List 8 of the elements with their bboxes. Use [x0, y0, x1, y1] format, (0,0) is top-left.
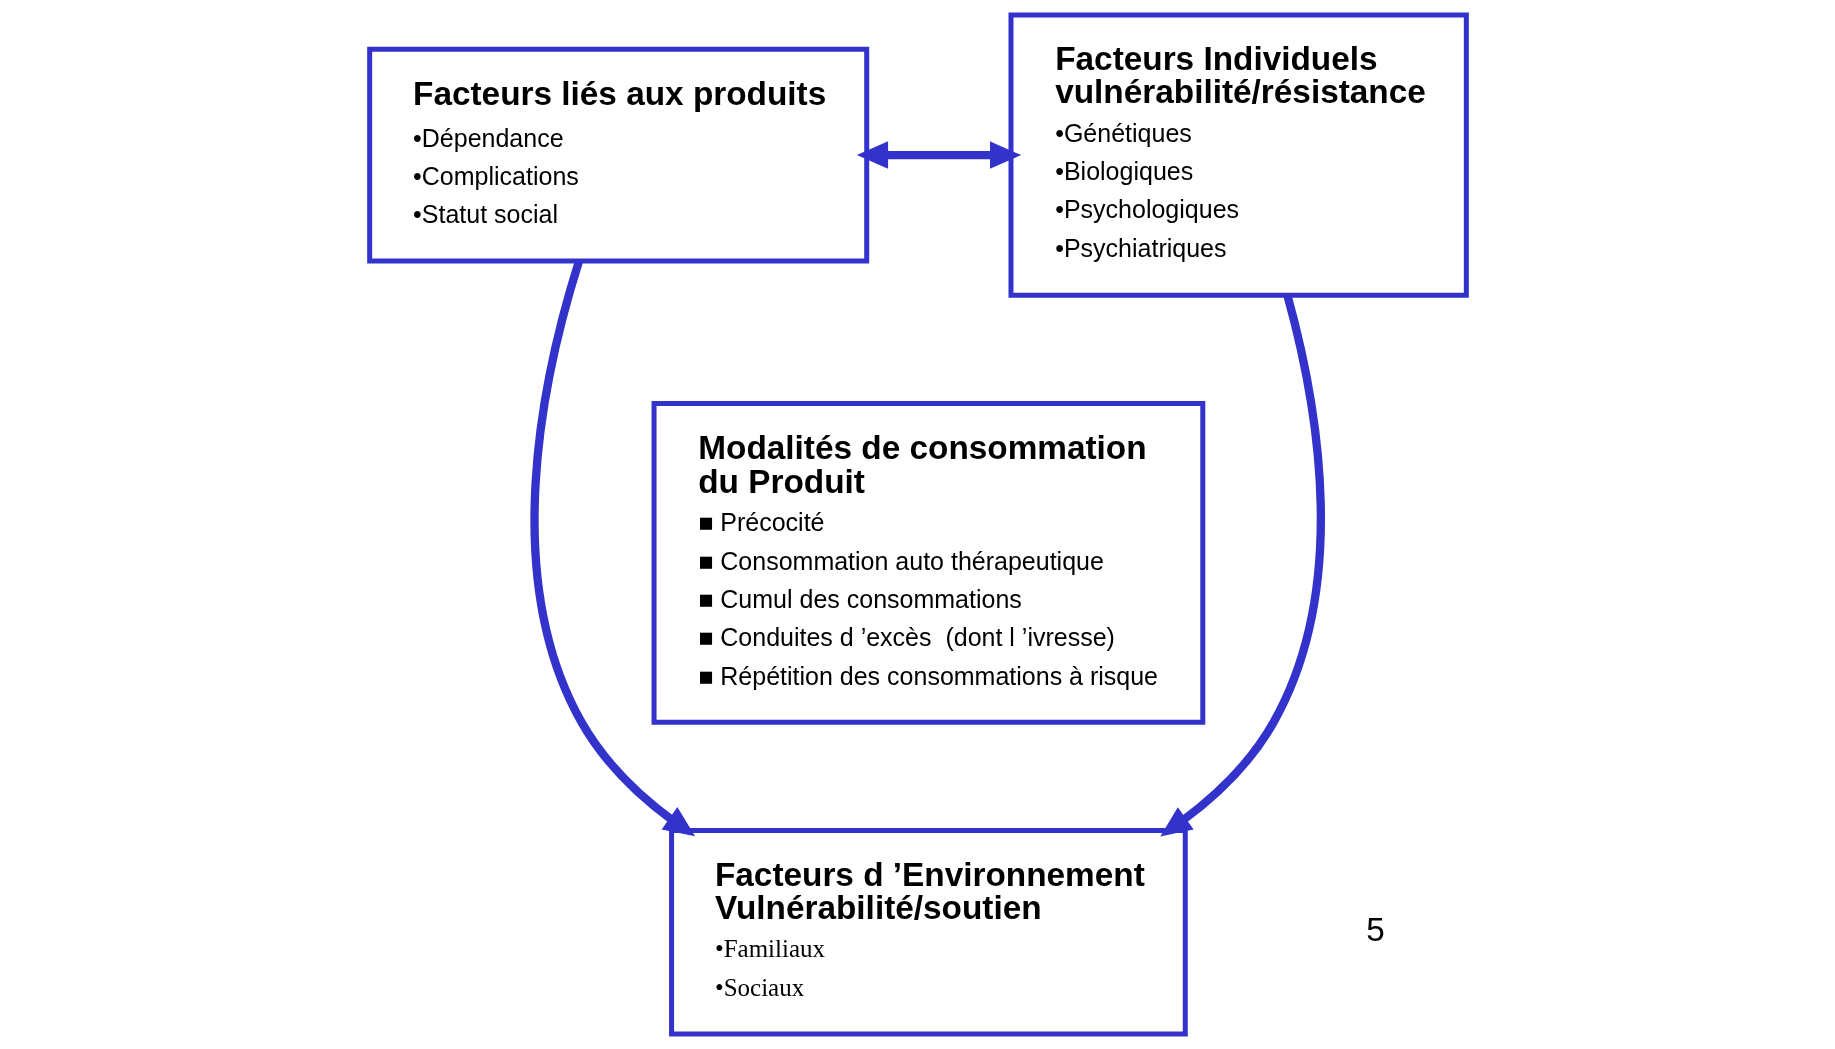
node-box: Facteurs Individuels vulnérabilité/résistance •Génétiques •Biologiques •Psychologiques •Psychiatriques: [1008, 12, 1469, 298]
label: 5: [1365, 910, 1385, 948]
arrow: [856, 141, 1021, 169]
node-box: Facteurs liés aux produits •Dépendance •Complications •Statut social: [366, 46, 869, 264]
arrow: [529, 260, 695, 837]
arrow: [1159, 294, 1325, 837]
node-box: Modalités de consommation du Produit ■ Précocité ■ Consommation auto thérapeutique ■ Cumul des consommations ■ Conduites d ’excès (dont l ’ivresse) ■ Répétition des consommations à risque: [651, 401, 1205, 725]
node-box: Facteurs d ’Environnement Vulnérabilité/soutien •Familiaux •Sociaux: [668, 828, 1188, 1037]
